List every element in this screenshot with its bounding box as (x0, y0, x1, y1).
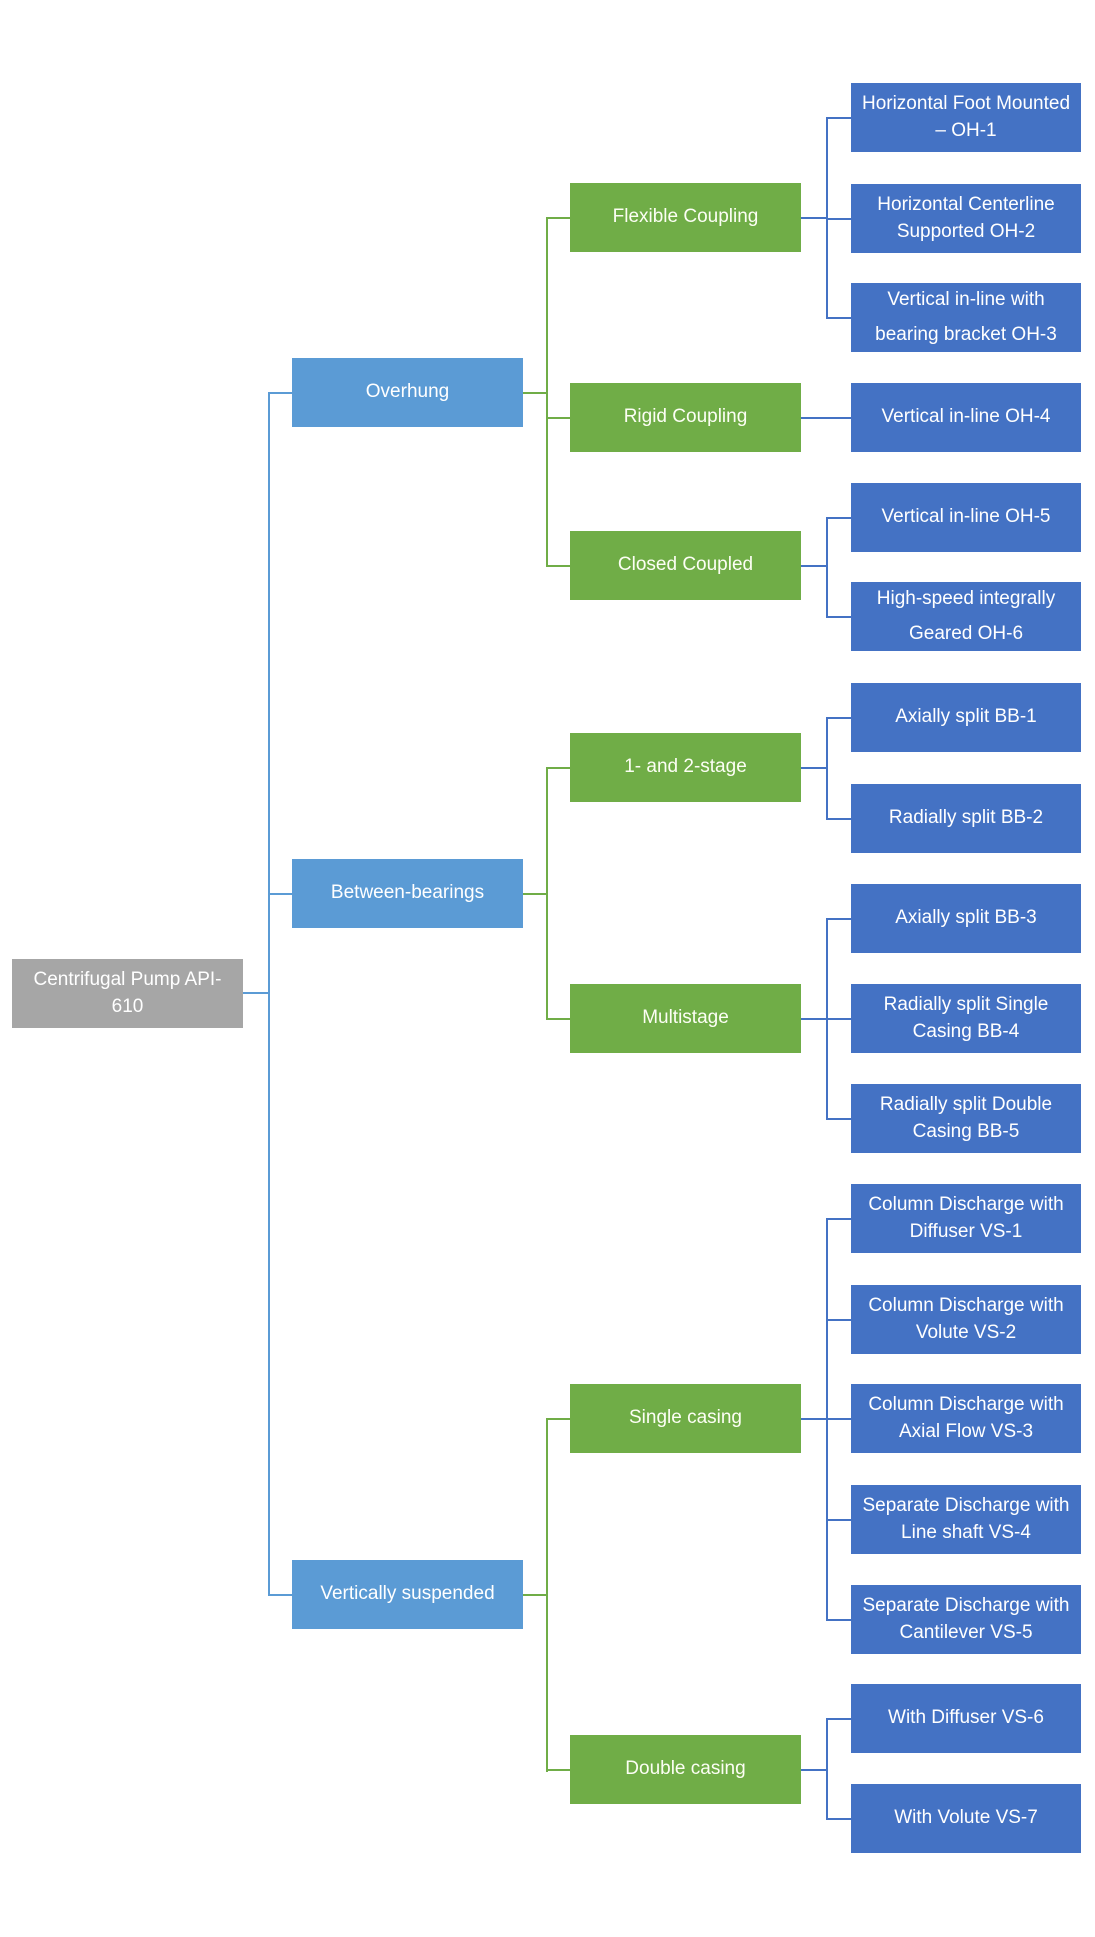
connector-to-oh1 (826, 117, 851, 119)
connector-multistage-out (801, 1018, 828, 1020)
connector-to-vs5 (826, 1619, 851, 1621)
node-vs6: With Diffuser VS-6 (851, 1684, 1081, 1753)
connector-overhung-out (523, 392, 548, 394)
connector-to-oh2 (826, 218, 851, 220)
connector-12stage-out (801, 767, 828, 769)
connector-to-bb3 (826, 918, 851, 920)
node-oh1: Horizontal Foot Mounted – OH-1 (851, 83, 1081, 152)
connector-vertsusp-bracket (546, 1418, 548, 1772)
node-oh2: Horizontal Centerline Supported OH-2 (851, 184, 1081, 253)
connector-to-bb1 (826, 717, 851, 719)
node-single-casing: Single casing (570, 1384, 801, 1453)
connector-singlecasing-out (801, 1418, 828, 1420)
node-rigid-coupling: Rigid Coupling (570, 383, 801, 452)
connector-doublecasing-bracket (826, 1718, 828, 1820)
node-oh4: Vertical in-line OH-4 (851, 383, 1081, 452)
node-vertically-suspended: Vertically suspended (292, 1560, 523, 1629)
connector-overhung-bracket (546, 217, 548, 567)
connector-closed-out (801, 565, 828, 567)
connector-to-oh5 (826, 517, 851, 519)
node-vs4: Separate Discharge with Line shaft VS-4 (851, 1485, 1081, 1554)
connector-to-vs2 (826, 1319, 851, 1321)
node-vs7: With Volute VS-7 (851, 1784, 1081, 1853)
node-vs3: Column Discharge with Axial Flow VS-3 (851, 1384, 1081, 1453)
connector-doublecasing-out (801, 1769, 828, 1771)
connector-to-single-casing (546, 1418, 570, 1420)
connector-to-vs1 (826, 1218, 851, 1220)
connector-vertsusp-out (523, 1594, 548, 1596)
connector-to-bb5 (826, 1118, 851, 1120)
connector-to-rigid-coupling (546, 417, 570, 419)
connector-to-oh4 (801, 417, 851, 419)
node-bb3: Axially split BB-3 (851, 884, 1081, 953)
node-multistage: Multistage (570, 984, 801, 1053)
connector-trunk-to-overhung (268, 392, 294, 394)
connector-closed-bracket (826, 517, 828, 618)
connector-root-to-trunk (243, 992, 270, 994)
node-vs5: Separate Discharge with Cantilever VS-5 (851, 1585, 1081, 1654)
node-root-centrifugal-pump: Centrifugal Pump API-610 (12, 959, 243, 1028)
connector-to-1-and-2-stage (546, 767, 570, 769)
connector-to-double-casing (546, 1769, 570, 1771)
node-bb2: Radially split BB-2 (851, 784, 1081, 853)
connector-to-multistage (546, 1018, 570, 1020)
node-oh5: Vertical in-line OH-5 (851, 483, 1081, 552)
connector-to-bb4 (826, 1018, 851, 1020)
connector-trunk-vertical (268, 392, 270, 1596)
connector-to-bb2 (826, 818, 851, 820)
connector-to-flexible-coupling (546, 217, 570, 219)
node-between-bearings: Between-bearings (292, 859, 523, 928)
connector-to-vs4 (826, 1519, 851, 1521)
connector-trunk-to-between (268, 893, 294, 895)
node-bb5: Radially split Double Casing BB-5 (851, 1084, 1081, 1153)
node-oh3: Vertical in-line with bearing bracket OH… (851, 283, 1081, 352)
node-bb1: Axially split BB-1 (851, 683, 1081, 752)
connector-to-vs6 (826, 1718, 851, 1720)
connector-to-vs3 (826, 1418, 851, 1420)
connector-to-closed-coupled (546, 565, 570, 567)
connector-to-vs7 (826, 1818, 851, 1820)
node-overhung: Overhung (292, 358, 523, 427)
node-1-and-2-stage: 1- and 2-stage (570, 733, 801, 802)
connector-to-oh3 (826, 317, 851, 319)
node-vs1: Column Discharge with Diffuser VS-1 (851, 1184, 1081, 1253)
connector-12stage-bracket (826, 717, 828, 820)
node-double-casing: Double casing (570, 1735, 801, 1804)
node-vs2: Column Discharge with Volute VS-2 (851, 1285, 1081, 1354)
connector-trunk-to-vertsusp (268, 1594, 294, 1596)
node-oh6: High-speed integrally Geared OH-6 (851, 582, 1081, 651)
connector-between-out (523, 893, 548, 895)
node-closed-coupled: Closed Coupled (570, 531, 801, 600)
connector-between-bracket (546, 767, 548, 1020)
connector-flexible-out (801, 217, 828, 219)
connector-to-oh6 (826, 616, 851, 618)
node-bb4: Radially split Single Casing BB-4 (851, 984, 1081, 1053)
node-flexible-coupling: Flexible Coupling (570, 183, 801, 252)
